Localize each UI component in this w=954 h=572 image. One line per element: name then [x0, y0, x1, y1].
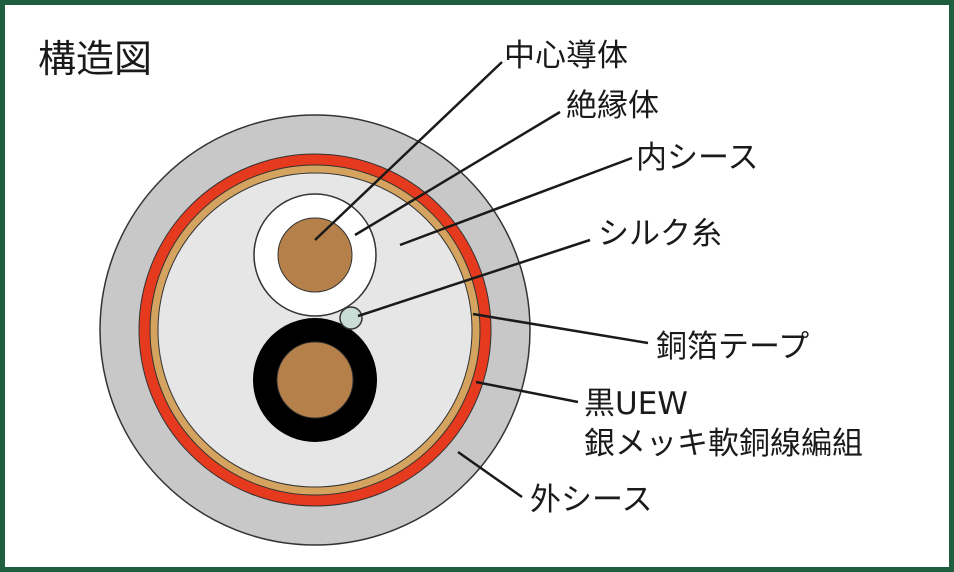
leader-center-conductor: [314, 61, 503, 241]
leader-silk-thread: [357, 238, 591, 318]
leader-lines: [314, 61, 649, 499]
silk-thread: [339, 306, 363, 330]
leader-copper-foil: [472, 312, 649, 345]
center-conductor-upper: [277, 217, 353, 293]
label-copper-foil-tape: 銅箔テープ: [656, 329, 809, 365]
label-braid-line2: 銀メッキ軟銅線編組: [584, 426, 863, 462]
center-conductor-lower: [276, 341, 354, 419]
label-silk-thread: シルク糸: [598, 216, 722, 252]
leader-insulator: [354, 110, 561, 237]
label-inner-sheath: 内シース: [636, 140, 758, 176]
label-outer-sheath: 外シース: [530, 482, 652, 518]
cable-cross-section: 構造図 中心導体 絶縁体 内シース シルク糸 銅箔テープ 黒UEW: [38, 37, 863, 546]
label-center-conductor: 中心導体: [504, 38, 628, 74]
label-braid-line1: 黒UEW: [584, 386, 688, 422]
leader-braid: [475, 380, 579, 404]
label-insulator: 絶縁体: [566, 88, 659, 124]
diagram-title: 構造図: [38, 37, 152, 81]
leader-inner-sheath: [399, 156, 633, 247]
leader-outer-sheath: [457, 450, 523, 499]
